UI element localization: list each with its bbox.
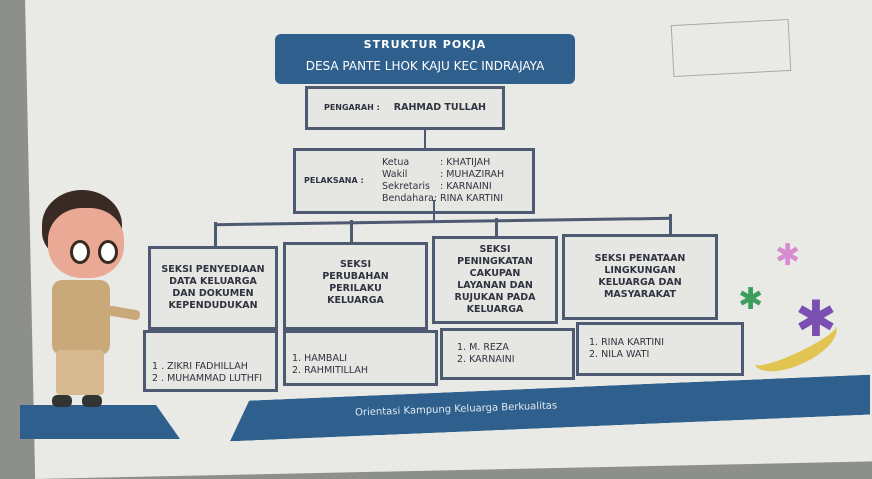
section-title: SEKSI PERUBAHAN PERILAKU KELUARGA — [322, 259, 389, 306]
member: 1. RINA KARTINI — [589, 337, 665, 348]
member: 2. NILA WATI — [589, 349, 650, 360]
sparkle-decoration: ✱ — [795, 290, 837, 348]
connector — [495, 218, 498, 240]
member: : RINA KARTINI — [433, 193, 504, 204]
section-box: SEKSI PENATAAN LINGKUNGAN KELUARGA DAN M… — [562, 234, 718, 320]
section-box: SEKSI PENINGKATAN CAKUPAN LAYANAN DAN RU… — [432, 236, 558, 324]
pengarah-box: PENGARAH : RAHMAD TULLAH — [305, 86, 505, 130]
member: : MUHAZIRAH — [440, 169, 505, 180]
pengarah-label: PENGARAH : — [323, 103, 380, 112]
connector — [214, 222, 217, 246]
pengarah-name: RAHMAD TULLAH — [393, 102, 487, 113]
section-title: SEKSI PENINGKATAN CAKUPAN LAYANAN DAN RU… — [454, 244, 536, 315]
connector — [424, 130, 426, 148]
blank-label-box — [670, 18, 792, 78]
sparkle-decoration: ✱ — [775, 238, 801, 273]
connector — [433, 200, 435, 222]
member: 2. RAHMITILLAH — [292, 365, 368, 376]
title-banner: STRUKTUR POKJA DESA PANTE LHOK KAJU KEC … — [275, 34, 575, 84]
pelaksana-label: PELAKSANA : — [304, 176, 364, 185]
pelaksana-box: PELAKSANA : Ketua : KHATIJAH Wakil : MUHAZ… — [293, 148, 535, 214]
member: 1. M. REZA — [457, 342, 509, 353]
footer-stripe-left — [20, 405, 180, 439]
mascot-character — [30, 180, 141, 415]
member: : KARNAINI — [440, 181, 492, 192]
role: Wakil — [382, 169, 408, 180]
section-box: SEKSI PENYEDIAAN DATA KELUARGA DAN DOKUM… — [148, 246, 278, 330]
member: 1. HAMBALI — [292, 353, 348, 364]
section-title: SEKSI PENYEDIAAN DATA KELUARGA DAN DOKUM… — [161, 264, 265, 311]
sparkle-decoration: ✱ — [738, 282, 764, 317]
member: 1 . ZIKRI FADHILLAH — [152, 361, 248, 372]
member: 2. KARNAINI — [457, 354, 515, 365]
member: : KHATIJAH — [440, 157, 491, 168]
role: Bendahara — [382, 193, 434, 204]
section-title: SEKSI PENATAAN LINGKUNGAN KELUARGA DAN M… — [594, 253, 686, 300]
role: Sekretaris — [382, 181, 430, 192]
member: 2 . MUHAMMAD LUTHFI — [152, 373, 263, 384]
poster-title: STRUKTUR POKJA — [363, 38, 487, 51]
poster-subtitle: DESA PANTE LHOK KAJU KEC INDRAJAYA — [305, 59, 545, 73]
connector — [350, 220, 353, 242]
role: Ketua — [382, 157, 410, 168]
section-box: SEKSI PERUBAHAN PERILAKU KELUARGA — [283, 242, 428, 330]
connector — [669, 214, 672, 236]
